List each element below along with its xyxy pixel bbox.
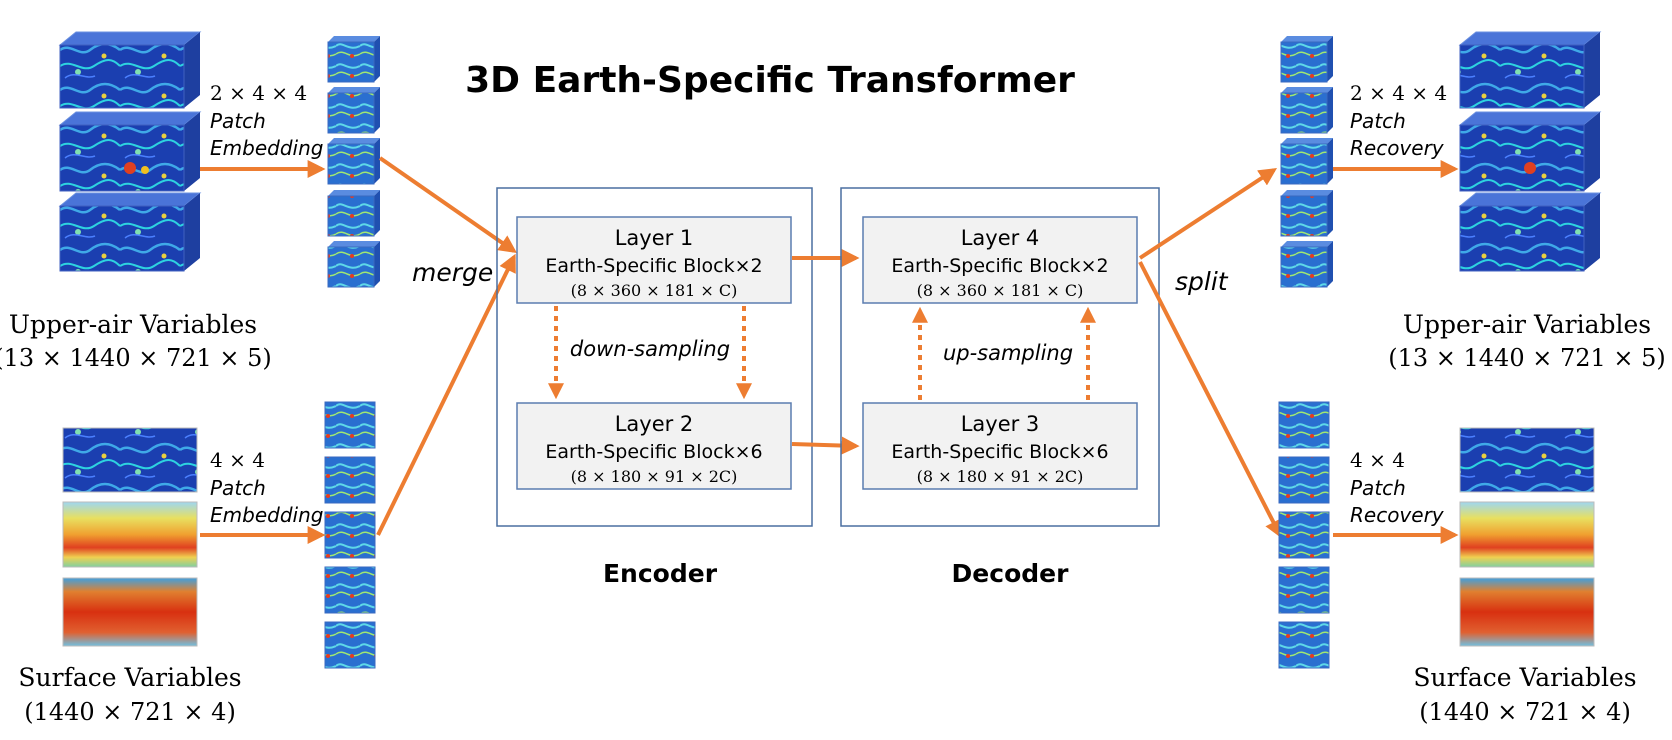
merge-arrow-surface: [376, 253, 516, 536]
upper-air-cube-stack: [58, 31, 202, 272]
patch-square: [324, 621, 376, 669]
merge-arrow-upper: [378, 156, 517, 254]
arrow-layer2-layer3: [791, 436, 860, 455]
upper-air-cube: [1458, 111, 1602, 192]
right-upper-air-label: Upper-air Variables: [1403, 310, 1651, 339]
layer1-box: Layer 1 Earth-Specific Block×2 (8 × 360 …: [516, 216, 792, 304]
encoder-label: Encoder: [603, 559, 718, 588]
upper-air-cube: [58, 192, 202, 272]
right-upper-patch-line1: Patch: [1350, 109, 1406, 133]
layer1-dims: (8 × 360 × 181 × C): [571, 281, 738, 300]
left-upper-patch-size: 2 × 4 × 4: [210, 81, 307, 105]
right-upper-patch-size: 2 × 4 × 4: [1350, 81, 1447, 105]
left-surface-patch-line2: Embedding: [210, 503, 323, 527]
patch-square: [324, 566, 376, 614]
split-arrow-surface: [1138, 261, 1282, 539]
layer4-block: Earth-Specific Block×2: [891, 255, 1108, 277]
decoder-box: [840, 187, 1160, 527]
encoder-box: [496, 187, 813, 527]
patch-cube: [1280, 241, 1333, 288]
layer1-block: Earth-Specific Block×2: [545, 255, 762, 277]
patch-cube: [327, 36, 380, 83]
right-surface-patch-squares: [1278, 401, 1330, 669]
left-upper-air-dims: (13 × 1440 × 721 × 5): [0, 344, 272, 372]
layer2-box: Layer 2 Earth-Specific Block×6 (8 × 180 …: [516, 402, 792, 490]
patch-square: [324, 511, 376, 559]
patch-cube: [327, 241, 380, 288]
patch-square: [324, 456, 376, 504]
layer1-name: Layer 1: [615, 226, 694, 250]
patch-cube: [1280, 138, 1333, 185]
upper-air-cube: [58, 111, 202, 192]
down-sampling-label: down-sampling: [570, 337, 730, 361]
right-upper-patch-line2: Recovery: [1350, 136, 1445, 160]
patch-cube: [327, 87, 380, 134]
up-sampling-label: up-sampling: [943, 341, 1073, 365]
layer4-dims: (8 × 360 × 181 × C): [917, 281, 1084, 300]
layer4-box: Layer 4 Earth-Specific Block×2 (8 × 360 …: [862, 216, 1138, 304]
surface-map: [62, 427, 198, 493]
split-arrow-upper: [1138, 168, 1278, 260]
surface-map: [1459, 427, 1595, 493]
layer2-name: Layer 2: [615, 412, 694, 436]
surface-map-stack: [62, 427, 198, 647]
right-upper-patch-cubes: [1280, 36, 1333, 288]
surface-map: [62, 577, 198, 647]
layer3-dims: (8 × 180 × 91 × 2C): [917, 467, 1084, 486]
right-surface-patch-line1: Patch: [1350, 476, 1406, 500]
right-surface-map-stack: [1459, 427, 1595, 647]
surface-map: [1459, 501, 1595, 568]
merge-label: merge: [412, 258, 493, 287]
layer2-block: Earth-Specific Block×6: [545, 441, 762, 463]
layer3-name: Layer 3: [961, 412, 1040, 436]
layer3-block: Earth-Specific Block×6: [891, 441, 1108, 463]
right-upper-air-dims: (13 × 1440 × 721 × 5): [1388, 344, 1666, 372]
left-surface-patch-line1: Patch: [210, 476, 266, 500]
patch-cube: [1280, 36, 1333, 83]
layer2-dims: (8 × 180 × 91 × 2C): [571, 467, 738, 486]
layer3-box: Layer 3 Earth-Specific Block×6 (8 × 180 …: [862, 402, 1138, 490]
patch-cube: [327, 138, 380, 185]
patch-square: [1278, 566, 1330, 614]
right-surface-label: Surface Variables: [1413, 663, 1636, 692]
upper-air-cube: [1458, 192, 1602, 272]
left-upper-patch-line2: Embedding: [210, 136, 323, 160]
right-upper-air-cube-stack: [1458, 31, 1602, 272]
left-surface-patch-size: 4 × 4: [210, 448, 265, 472]
layer4-name: Layer 4: [961, 226, 1040, 250]
right-surface-dims: (1440 × 721 × 4): [1419, 698, 1631, 726]
patch-cube: [1280, 190, 1333, 237]
right-surface-patch-size: 4 × 4: [1350, 448, 1405, 472]
patch-cube: [1280, 87, 1333, 134]
left-surface-label: Surface Variables: [18, 663, 241, 692]
left-surface-patch-squares: [324, 401, 376, 669]
upper-air-cube: [1458, 31, 1602, 109]
patch-square: [1278, 401, 1330, 449]
surface-map: [1459, 577, 1595, 647]
patch-cube: [327, 190, 380, 237]
left-upper-patch-cubes: [327, 36, 380, 288]
patch-square: [1278, 621, 1330, 669]
decoder-label: Decoder: [952, 559, 1070, 588]
surface-map: [62, 501, 198, 568]
left-upper-air-label: Upper-air Variables: [9, 310, 257, 339]
left-upper-patch-line1: Patch: [210, 109, 266, 133]
patch-square: [1278, 511, 1330, 559]
left-surface-dims: (1440 × 721 × 4): [24, 698, 236, 726]
page-title: 3D Earth-Specific Transformer: [465, 60, 1075, 101]
upper-air-cube: [58, 31, 202, 109]
patch-square: [324, 401, 376, 449]
right-surface-patch-line2: Recovery: [1350, 503, 1445, 527]
split-label: split: [1175, 267, 1229, 296]
patch-square: [1278, 456, 1330, 504]
